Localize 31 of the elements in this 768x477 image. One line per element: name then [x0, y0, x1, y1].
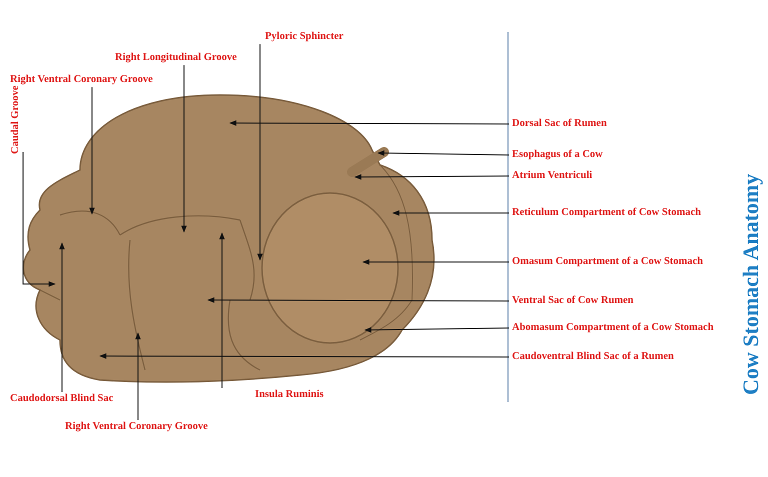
- part-label: Omasum Compartment of a Cow Stomach: [512, 256, 704, 268]
- part-label: Abomasum Compartment of a Cow Stomach: [512, 322, 714, 334]
- leader-line: [99, 353, 510, 359]
- leader-line: [257, 44, 263, 261]
- part-label: Right Ventral Coronary Groove: [10, 74, 153, 86]
- leader-line: [89, 86, 95, 215]
- title: Cow Stomach Anatomy: [738, 174, 764, 395]
- part-label: Caudoventral Blind Sac of a Rumen: [512, 351, 674, 364]
- part-label: Ventral Sac of Cow Rumen: [512, 295, 634, 308]
- leader-line: [59, 242, 65, 392]
- part-label: Atrium Ventriculi: [512, 170, 592, 182]
- leader-line: [354, 174, 510, 180]
- leader-line: [392, 210, 510, 216]
- part-label: Caudal Groove: [10, 86, 22, 154]
- part-label: Pyloric Sphincter: [265, 31, 344, 44]
- part-label: Dorsal Sac of Rumen: [512, 118, 607, 130]
- leader-line: [135, 332, 141, 420]
- leader-line: [364, 327, 510, 333]
- leader-line: [22, 152, 56, 287]
- part-label: Caudodorsal Blind Sac: [10, 393, 114, 406]
- part-label: Insula Ruminis: [255, 389, 324, 402]
- leader-line: [207, 297, 510, 303]
- part-label: Esophagus of a Cow: [512, 149, 603, 162]
- part-label: Right Longitudinal Groove: [115, 52, 237, 64]
- part-label: Reticulum Compartment of Cow Stomach: [512, 207, 701, 220]
- leader-line: [181, 64, 187, 233]
- leader-line: [219, 232, 225, 388]
- leader-line: [362, 259, 510, 265]
- part-label: Right Ventral Coronary Groove: [65, 421, 208, 434]
- leader-line: [229, 120, 510, 126]
- leader-line: [377, 150, 510, 156]
